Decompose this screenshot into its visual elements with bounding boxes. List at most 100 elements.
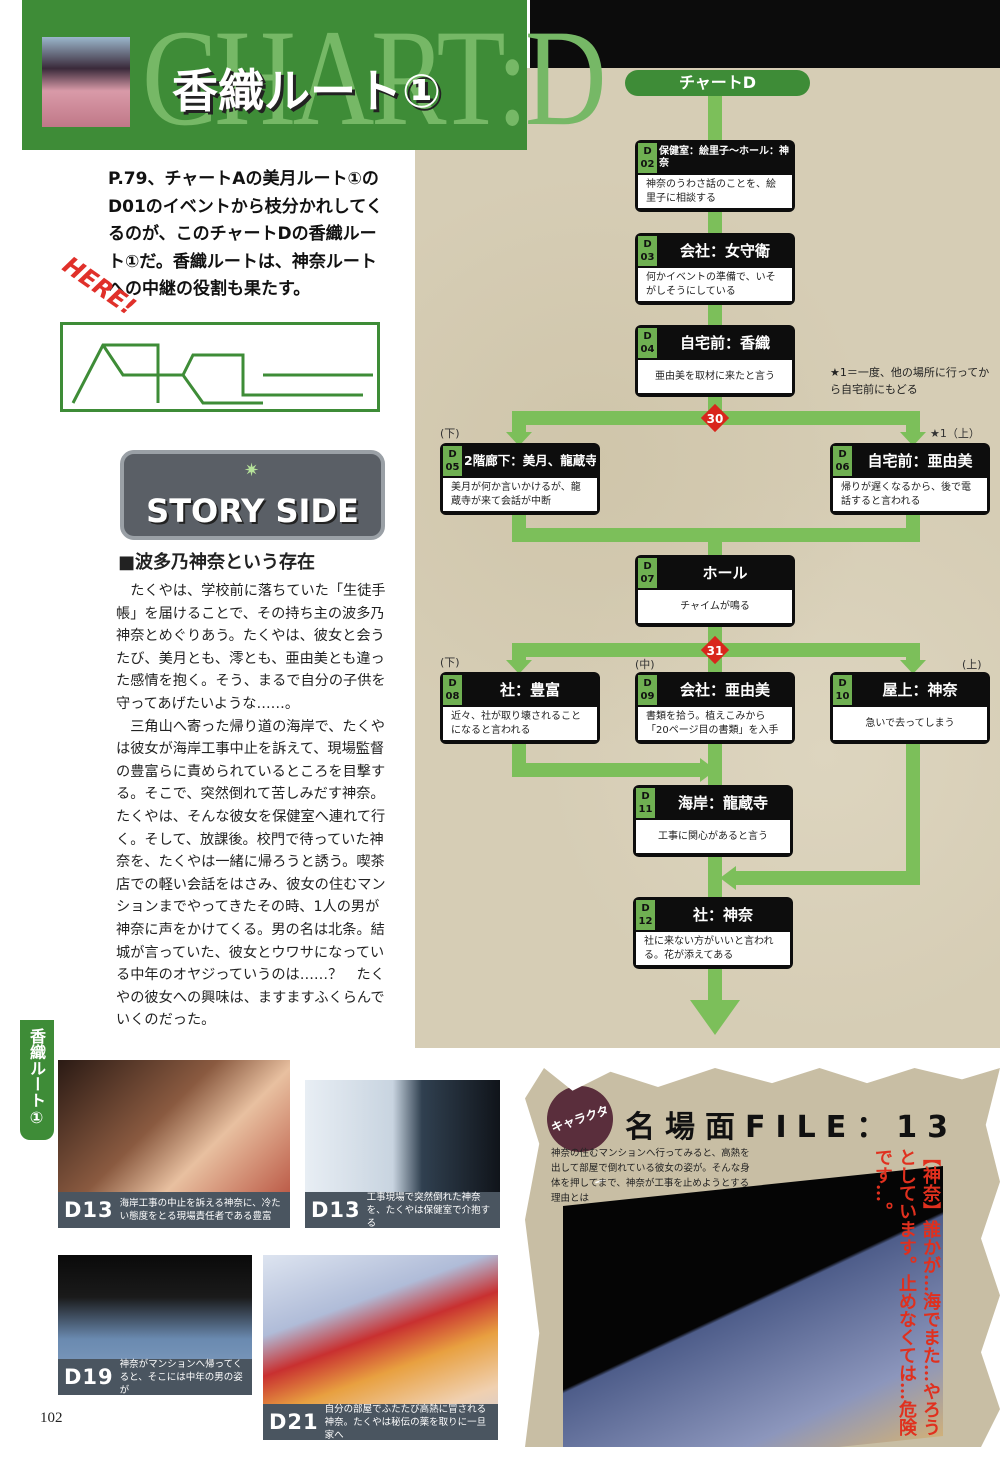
chart-node-d06: D 06 自宅前：亜由美 帰りが遅くなるから、後で電話すると言われる (830, 443, 990, 515)
node-title: 保健室：絵里子〜ホール：神奈 (659, 146, 789, 169)
scene-file-panel: キャラクター 名場面FILE：13 神奈の住むマンションへ行ってみると、高熱を出… (525, 1068, 1000, 1447)
node-desc: 神奈のうわさ話のことを、絵里子に相談する (638, 175, 792, 208)
chart-node-d03: D 03 会社：女守衛 何かイベントの準備で、いそがしそうにしている (635, 233, 795, 305)
chart-node-d10: D 10 屋上：神奈 急いで去ってしまう (830, 672, 990, 744)
scene-file-title: 名場面FILE：13 (625, 1110, 959, 1145)
arrow-head (506, 660, 532, 674)
node-id: D 02 (638, 143, 657, 173)
chart-node-d09: D 09 会社：亜由美 書類を拾う。植えこみから「20ページ目の書類」を入手 (635, 672, 795, 744)
flow-d10-merge (735, 744, 920, 885)
node-desc: 社に来ない方がいいと言われる。花が添えてある (636, 932, 790, 965)
node-desc: 工事に関心があると言う (636, 820, 790, 853)
photo-code: D21 (269, 1410, 319, 1434)
marker-31-label: 31 (707, 644, 724, 658)
marker-31: 31 (700, 635, 730, 665)
node-title: 屋上：神奈 (882, 681, 958, 699)
flow-merge (512, 515, 920, 555)
scene-quote: 【神奈】誰かが…海でまた…やろうとしています。止めなくては…危険です…。 (872, 1148, 941, 1436)
side-tab: 香織ルート① (20, 1020, 54, 1140)
arrow-head (506, 432, 532, 446)
header-bg-text: CHART:D (142, 1, 607, 154)
chart-node-d12: D 12 社：神奈 社に来ない方がいいと言われる。花が添えてある (633, 897, 793, 969)
node-title: 2階廊下：美月、龍蔵寺 (464, 453, 596, 468)
arrow-head (720, 866, 736, 890)
intro-text: P.79、チャートAの美月ルート①のD01のイベントから枝分かれしてくるのが、こ… (108, 169, 383, 299)
story-paragraph: 三角山へ寄った帰り道の海岸で、たくやは彼女が海岸工事中止を訴えて、現場監督の豊富… (116, 718, 386, 1029)
node-desc: チャイムが鳴る (638, 590, 792, 623)
photo-code: D19 (64, 1365, 114, 1389)
node-desc: 急いで去ってしまう (833, 707, 987, 740)
story-heading: ■波多乃神奈という存在 (118, 552, 316, 573)
marker-30: 30 (700, 403, 730, 433)
node-title: 会社：女守衛 (679, 242, 770, 260)
arrow-head (900, 660, 926, 674)
node-desc: 書類を拾う。植えこみから「20ページ目の書類」を入手 (638, 707, 792, 740)
node-id: D 11 (636, 788, 655, 818)
photo-text: 神奈がマンションへ帰ってくると、そこには中年の男の姿が (119, 1358, 243, 1396)
node-desc: 帰りが遅くなるから、後で電話すると言われる (833, 478, 987, 511)
marker-30-label: 30 (707, 412, 724, 426)
sparkle-icon: ✷ (244, 460, 260, 481)
node-id: D 12 (636, 900, 655, 930)
node-id: D 10 (833, 675, 852, 705)
node-id: D 05 (443, 446, 462, 476)
chart-node-d08: D 08 社：豊富 近々、社が取り壊されることになると言われる (440, 672, 600, 744)
photo-code: D13 (64, 1198, 114, 1222)
scene-file-text: 神奈の住むマンションへ行ってみると、高熱を出して部屋で倒れている彼女の姿が。そん… (551, 1148, 750, 1204)
node-title: 自宅前：亜由美 (867, 452, 973, 470)
chart-node-d11: D 11 海岸：龍蔵寺 工事に関心があると言う (633, 785, 793, 857)
node-id: D 09 (638, 675, 657, 705)
page-number: 102 (40, 1410, 63, 1426)
story-side-badge: ✷ STORY SIDE (120, 450, 385, 540)
story-body: たくやは、学校前に落ちていた「生徒手帳」を届けることで、その持ち主の波多乃神奈と… (116, 580, 391, 1032)
chart-start-pill: チャートD (625, 70, 810, 96)
top-black-band (530, 0, 1000, 68)
chart-node-d04: D 04 自宅前：香織 亜由美を取材に来たと言う (635, 325, 795, 397)
photo-text: 海岸工事の中止を訴える神奈に、冷たい態度をとる現場責任者である豊富 (119, 1198, 281, 1222)
branch-label: (下) (440, 427, 460, 440)
node-title: 社：豊富 (499, 681, 560, 699)
node-title: ホール (702, 564, 748, 582)
minimap-lines (71, 343, 373, 405)
node-id: D 03 (638, 236, 657, 266)
node-title: 海岸：龍蔵寺 (677, 794, 768, 812)
chart-node-d02: D 02 保健室：絵里子〜ホール：神奈 神奈のうわさ話のことを、絵里子に相談する (635, 140, 795, 212)
page-title: 香織ルート① (172, 64, 441, 118)
photo-text: 自分の部屋でふたたび高熱に冒される神奈。たくやは秘伝の薬を取りに一旦家へ (324, 1403, 487, 1441)
photo-code: D13 (311, 1198, 361, 1222)
chart-note: ★1＝一度、他の場所に行ってから自宅前にもどる (830, 366, 990, 396)
arrow-head (700, 758, 716, 782)
node-title: 社：神奈 (692, 906, 753, 924)
node-desc: 近々、社が取り壊されることになると言われる (443, 707, 597, 740)
story-side-label: STORY SIDE (146, 492, 359, 530)
node-id: D 08 (443, 675, 462, 705)
story-paragraph: たくやは、学校前に落ちていた「生徒手帳」を届けることで、その持ち主の波多乃神奈と… (116, 583, 386, 712)
node-title: 会社：亜由美 (679, 681, 770, 699)
node-id: D 07 (638, 558, 657, 588)
flow-d08-merge (512, 744, 700, 777)
node-desc: 亜由美を取材に来たと言う (638, 360, 792, 393)
branch-label: ★1（上） (930, 427, 980, 440)
node-title: 自宅前：香織 (679, 334, 770, 352)
branch-label: (上) (962, 658, 982, 671)
node-id: D 04 (638, 328, 657, 358)
character-portrait (42, 37, 130, 127)
arrow-head (900, 432, 926, 446)
chart-node-d05: D 05 2階廊下：美月、龍蔵寺 美月が何か言いかけるが、龍蔵寺が来て会話が中断 (440, 443, 600, 515)
node-desc: 美月が何か言いかけるが、龍蔵寺が来て会話が中断 (443, 478, 597, 511)
chart-node-d07: D 07 ホール チャイムが鳴る (635, 555, 795, 627)
node-desc: 何かイベントの準備で、いそがしそうにしている (638, 268, 792, 301)
node-id: D 06 (833, 446, 852, 476)
branch-label: (下) (440, 656, 460, 669)
route-minimap (60, 322, 380, 412)
photo-text: 工事現場で突然倒れた神奈を、たくやは保健室で介抱する (366, 1191, 491, 1229)
